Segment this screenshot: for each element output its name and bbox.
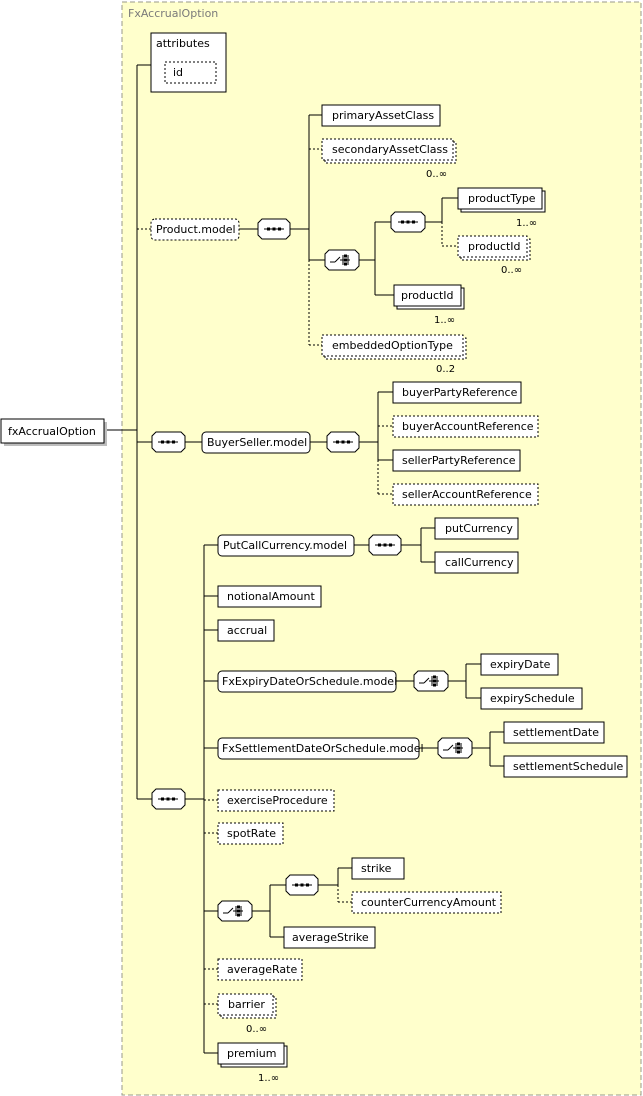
expirySchedule-label: expirySchedule bbox=[490, 692, 575, 705]
element-embeddedOptionType[interactable]: embeddedOptionType 0..2 bbox=[321, 334, 467, 375]
expiryDate-label: expiryDate bbox=[490, 658, 551, 671]
embeddedOptionType-label: embeddedOptionType bbox=[332, 339, 453, 352]
buyerseller-model-group[interactable]: BuyerSeller.model bbox=[201, 431, 311, 454]
choice-compositor-icon bbox=[437, 737, 473, 759]
element-counterCurrencyAmount[interactable]: counterCurrencyAmount bbox=[351, 891, 502, 914]
sequence-compositor-icon bbox=[151, 788, 186, 810]
putCurrency-label: putCurrency bbox=[445, 522, 513, 535]
choice-compositor-icon bbox=[217, 900, 253, 922]
spotRate-label: spotRate bbox=[227, 827, 276, 840]
fxsettlement-model-group[interactable]: FxSettlementDateOrSchedule.model bbox=[217, 737, 424, 760]
putcallcurrency-model-group[interactable]: PutCallCurrency.model bbox=[217, 534, 355, 557]
settlementSchedule-label: settlementSchedule bbox=[513, 760, 623, 773]
sellerAccountReference-label: sellerAccountReference bbox=[402, 488, 532, 501]
strike-label: strike bbox=[361, 862, 392, 875]
sequence-compositor-icon bbox=[326, 431, 360, 453]
settlementDate-label: settlementDate bbox=[513, 726, 599, 739]
element-expiryDate[interactable]: expiryDate bbox=[480, 653, 559, 676]
element-primaryAssetClass[interactable]: primaryAssetClass bbox=[321, 104, 441, 127]
element-productId[interactable]: productId 1..∞ bbox=[393, 284, 465, 326]
attribute-id-label: id bbox=[173, 66, 183, 79]
root-element-label: fxAccrualOption bbox=[8, 425, 96, 438]
element-secondaryAssetClass[interactable]: secondaryAssetClass 0..∞ bbox=[321, 138, 457, 180]
barrier-label: barrier bbox=[228, 998, 265, 1011]
element-productId-optional[interactable]: productId 0..∞ bbox=[457, 235, 531, 276]
attributes-title: attributes bbox=[156, 37, 210, 50]
element-sellerPartyReference[interactable]: sellerPartyReference bbox=[392, 449, 521, 472]
notionalAmount-label: notionalAmount bbox=[227, 590, 315, 603]
productId-optional-occurrence: 0..∞ bbox=[501, 265, 522, 276]
fxsettlement-model-label: FxSettlementDateOrSchedule.model bbox=[222, 742, 424, 755]
barrier-occurrence: 0..∞ bbox=[246, 1024, 267, 1035]
productType-label: productType bbox=[468, 192, 536, 205]
primaryAssetClass-label: primaryAssetClass bbox=[332, 109, 434, 122]
element-premium[interactable]: premium 1..∞ bbox=[217, 1042, 288, 1084]
element-notionalAmount[interactable]: notionalAmount bbox=[217, 585, 322, 608]
element-buyerAccountReference[interactable]: buyerAccountReference bbox=[392, 415, 539, 438]
premium-label: premium bbox=[227, 1047, 277, 1060]
sequence-compositor-icon bbox=[368, 534, 402, 556]
productId-label: productId bbox=[401, 289, 454, 302]
element-exerciseProcedure[interactable]: exerciseProcedure bbox=[217, 789, 335, 812]
choice-compositor-icon bbox=[413, 670, 449, 692]
root-element-fxAccrualOption[interactable]: fxAccrualOption bbox=[0, 418, 107, 446]
secondaryAssetClass-occurrence: 0..∞ bbox=[426, 169, 447, 180]
product-model-group[interactable]: Product.model bbox=[150, 218, 240, 241]
sequence-compositor-icon bbox=[151, 431, 186, 453]
callCurrency-label: callCurrency bbox=[445, 556, 514, 569]
productId-occurrence: 1..∞ bbox=[434, 315, 455, 326]
element-productType[interactable]: productType 1..∞ bbox=[457, 187, 546, 229]
element-averageRate[interactable]: averageRate bbox=[217, 958, 303, 981]
sequence-compositor-icon bbox=[285, 874, 319, 896]
sequence-compositor-icon bbox=[390, 211, 426, 233]
putcallcurrency-model-label: PutCallCurrency.model bbox=[223, 539, 347, 552]
attribute-id[interactable]: id bbox=[164, 61, 217, 84]
productType-occurrence: 1..∞ bbox=[516, 218, 537, 229]
productId-optional-label: productId bbox=[468, 240, 521, 253]
buyerseller-model-label: BuyerSeller.model bbox=[207, 436, 307, 449]
element-expirySchedule[interactable]: expirySchedule bbox=[480, 687, 583, 710]
embeddedOptionType-occurrence: 0..2 bbox=[436, 364, 455, 375]
accrual-label: accrual bbox=[227, 624, 267, 637]
group-title: FxAccrualOption bbox=[128, 7, 218, 20]
buyerPartyReference-label: buyerPartyReference bbox=[402, 386, 518, 399]
element-buyerPartyReference[interactable]: buyerPartyReference bbox=[392, 381, 522, 404]
sellerPartyReference-label: sellerPartyReference bbox=[402, 454, 516, 467]
fxexpiry-model-group[interactable]: FxExpiryDateOrSchedule.model bbox=[217, 670, 397, 693]
element-barrier[interactable]: barrier 0..∞ bbox=[217, 993, 277, 1035]
buyerAccountReference-label: buyerAccountReference bbox=[402, 420, 534, 433]
averageStrike-label: averageStrike bbox=[292, 931, 369, 944]
connector-lines bbox=[105, 64, 504, 1054]
element-strike[interactable]: strike bbox=[351, 857, 405, 880]
exerciseProcedure-label: exerciseProcedure bbox=[227, 794, 328, 807]
element-callCurrency[interactable]: callCurrency bbox=[434, 551, 519, 574]
element-spotRate[interactable]: spotRate bbox=[217, 822, 284, 845]
element-putCurrency[interactable]: putCurrency bbox=[434, 517, 519, 540]
element-sellerAccountReference[interactable]: sellerAccountReference bbox=[392, 483, 539, 506]
element-averageStrike[interactable]: averageStrike bbox=[283, 926, 376, 949]
choice-compositor-icon bbox=[324, 249, 360, 271]
element-settlementSchedule[interactable]: settlementSchedule bbox=[503, 755, 628, 778]
secondaryAssetClass-label: secondaryAssetClass bbox=[332, 143, 448, 156]
sequence-compositor-icon bbox=[257, 218, 291, 240]
element-settlementDate[interactable]: settlementDate bbox=[503, 721, 605, 744]
premium-occurrence: 1..∞ bbox=[258, 1073, 279, 1084]
averageRate-label: averageRate bbox=[227, 963, 297, 976]
fxexpiry-model-label: FxExpiryDateOrSchedule.model bbox=[222, 675, 397, 688]
counterCurrencyAmount-label: counterCurrencyAmount bbox=[361, 896, 497, 909]
element-accrual[interactable]: accrual bbox=[217, 619, 275, 642]
product-model-label: Product.model bbox=[156, 223, 236, 236]
